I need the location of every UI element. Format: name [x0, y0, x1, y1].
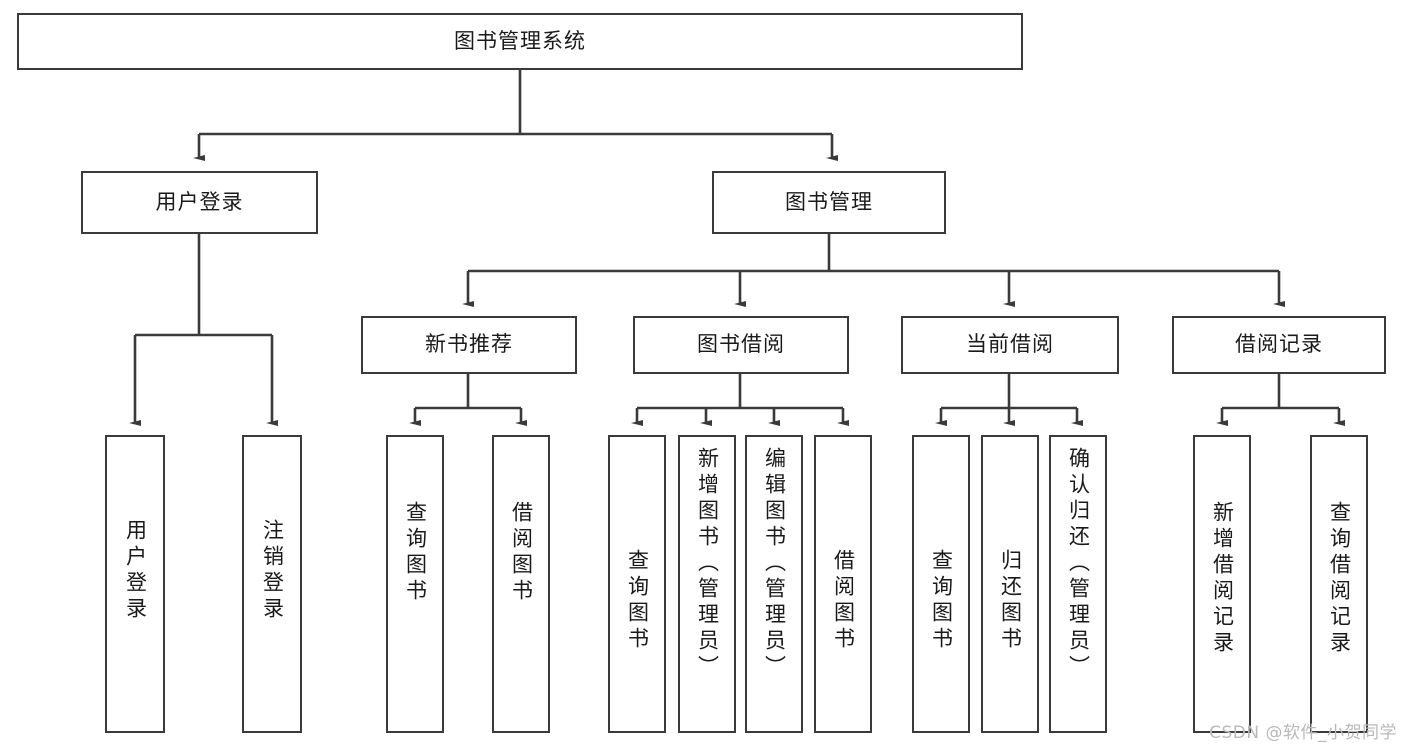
leaf-confirm-return[interactable]: 确认归还（管理员）	[1049, 435, 1107, 733]
leaf-borrow-book-2-label: 借阅图书	[831, 549, 856, 653]
leaf-query-book-2[interactable]: 查询图书	[608, 435, 666, 733]
leaf-borrow-book-1-label: 借阅图书	[509, 501, 534, 605]
leaf-add-book[interactable]: 新增图书（管理员）	[678, 435, 736, 733]
node-book-borrow[interactable]: 图书借阅	[633, 316, 849, 374]
node-root-label: 图书管理系统	[454, 28, 586, 53]
node-book-borrow-label: 图书借阅	[697, 332, 785, 357]
leaf-query-book-3[interactable]: 查询图书	[912, 435, 970, 733]
node-user-login-label: 用户登录	[155, 189, 244, 214]
leaf-query-record-label: 查询借阅记录	[1327, 501, 1352, 657]
node-book-manage-label: 图书管理	[785, 189, 873, 214]
node-book-manage[interactable]: 图书管理	[712, 171, 946, 234]
node-root[interactable]: 图书管理系统	[17, 13, 1023, 70]
node-current-borrow[interactable]: 当前借阅	[901, 316, 1119, 374]
leaf-query-book-1-label: 查询图书	[403, 501, 428, 605]
leaf-edit-book[interactable]: 编辑图书（管理员）	[745, 435, 803, 733]
leaf-query-book-3-label: 查询图书	[929, 549, 954, 653]
leaf-user-login[interactable]: 用户登录	[105, 435, 165, 733]
node-current-borrow-label: 当前借阅	[966, 332, 1054, 357]
leaf-borrow-book-1[interactable]: 借阅图书	[492, 435, 550, 733]
leaf-query-book-2-label: 查询图书	[625, 549, 650, 653]
leaf-add-record-label: 新增借阅记录	[1210, 501, 1235, 657]
node-new-book-recommend[interactable]: 新书推荐	[361, 316, 577, 374]
leaf-query-record[interactable]: 查询借阅记录	[1310, 435, 1368, 733]
leaf-query-book-1[interactable]: 查询图书	[386, 435, 444, 733]
leaf-add-book-label: 新增图书（管理员）	[695, 447, 720, 681]
watermark: CSDN @软件_小贺同学	[1209, 723, 1397, 743]
leaf-user-login-label: 用户登录	[123, 519, 148, 623]
leaf-borrow-book-2[interactable]: 借阅图书	[814, 435, 872, 733]
leaf-logout-label: 注销登录	[260, 519, 285, 623]
leaf-add-record[interactable]: 新增借阅记录	[1193, 435, 1251, 733]
node-borrow-record-label: 借阅记录	[1235, 332, 1323, 357]
node-new-book-recommend-label: 新书推荐	[425, 332, 513, 357]
leaf-edit-book-label: 编辑图书（管理员）	[762, 447, 787, 681]
leaf-return-book[interactable]: 归还图书	[981, 435, 1039, 733]
leaf-confirm-return-label: 确认归还（管理员）	[1066, 447, 1091, 681]
node-user-login[interactable]: 用户登录	[81, 171, 318, 234]
node-borrow-record[interactable]: 借阅记录	[1172, 316, 1386, 374]
leaf-logout[interactable]: 注销登录	[242, 435, 302, 733]
leaf-return-book-label: 归还图书	[998, 549, 1023, 653]
